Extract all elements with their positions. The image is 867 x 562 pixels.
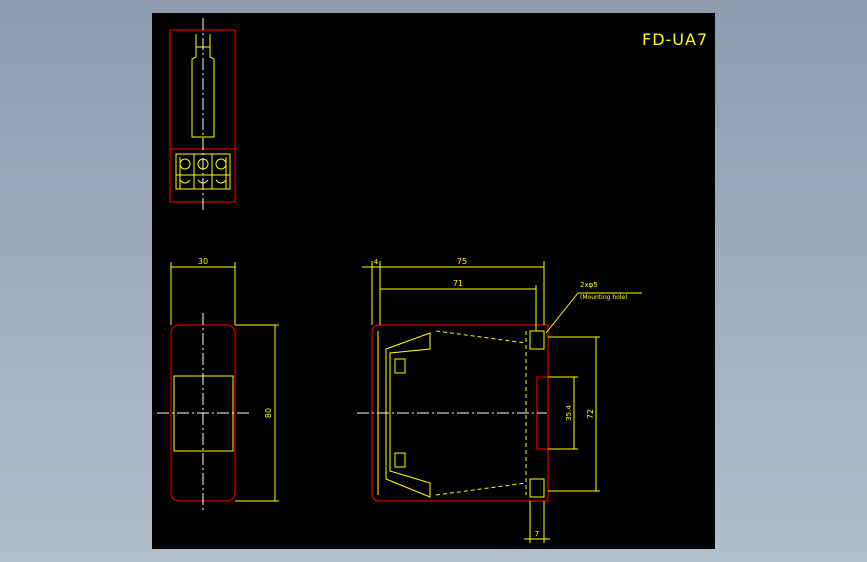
- mounting-hole-icon: [529, 330, 545, 350]
- terminal-screw-icon: [197, 158, 209, 170]
- side-window: [394, 452, 406, 468]
- hole-leader-line: [545, 292, 642, 334]
- hidden-line: [435, 330, 527, 344]
- side-inner-profile: [385, 332, 431, 498]
- dim-slot-height: 35.4: [565, 405, 573, 421]
- drawing-title: FD-UA7: [642, 30, 709, 49]
- cad-drawing: 30 80 7: [157, 18, 642, 543]
- dim-side-height: 72: [586, 409, 595, 419]
- dim-front-height: 80: [264, 408, 273, 418]
- side-view: 7 4 75 71 72 35.4 2xφ5: [357, 257, 642, 543]
- mounting-hole-icon: [529, 478, 545, 498]
- terminal-clamp-icon: [215, 179, 227, 184]
- side-window: [394, 358, 406, 374]
- terminal-block-body: [175, 153, 231, 190]
- terminal-clamp-icon: [179, 179, 191, 184]
- terminal-screw-icon: [215, 158, 227, 170]
- top-view: [169, 18, 236, 213]
- hidden-line: [435, 482, 527, 496]
- hole-note-label: (Mounting hole): [580, 294, 628, 301]
- lever-shape: [191, 46, 215, 138]
- dim-bottom-width: 7: [535, 530, 539, 538]
- front-view: 30 80: [157, 257, 279, 513]
- terminal-screw-icon: [179, 158, 191, 170]
- side-view-outline: [371, 324, 549, 502]
- terminal-clamp-icon: [197, 179, 209, 184]
- drawing-canvas: FD-UA7: [152, 13, 715, 549]
- dim-side-overall: 75: [457, 257, 467, 266]
- dim-side-offset: 4: [374, 258, 379, 266]
- dim-front-width: 30: [198, 257, 208, 266]
- dim-side-inner: 71: [453, 279, 463, 288]
- hole-spec-label: 2xφ5: [580, 281, 598, 289]
- terminal-block: [175, 153, 231, 190]
